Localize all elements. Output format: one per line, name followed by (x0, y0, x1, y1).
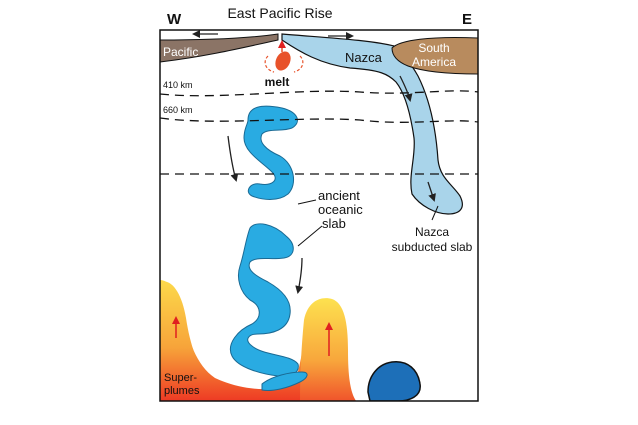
nazca-slab-label-2: subducted slab (392, 240, 473, 254)
melt-label: melt (265, 75, 290, 89)
east-label: E (462, 11, 472, 28)
depth-410-label: 410 km (163, 80, 193, 90)
deep-blue-pile (367, 361, 421, 401)
ancient-slab-arrow-upper (227, 135, 239, 182)
melt-blob (275, 51, 291, 71)
superplumes-label-1: Super- (164, 372, 197, 384)
slab-sink-arrow (427, 181, 436, 202)
melt-halo (264, 55, 304, 73)
south-america-label-2: America (412, 55, 456, 69)
nazca-slab-label-1: Nazca (415, 225, 449, 239)
depth-line-660 (159, 117, 479, 123)
depth-660-label: 660 km (163, 105, 193, 115)
nazca-label: Nazca (345, 50, 383, 65)
nazca-slab-leader (431, 205, 439, 221)
pacific-label: Pacific (163, 45, 198, 59)
ancient-slab-label-3: slab (322, 216, 346, 231)
superplume-left (160, 281, 236, 401)
ancient-slab-label-2: oceanic (318, 202, 363, 217)
depth-line-410 (159, 90, 479, 97)
west-label: W (167, 11, 182, 28)
subduction-arrow (399, 75, 413, 102)
ancient-slab-leader-lower (297, 225, 323, 247)
ancient-slab-leader-upper (297, 199, 317, 205)
south-america-plate (391, 37, 479, 75)
title-label: East Pacific Rise (227, 5, 332, 21)
ancient-slab-upper (243, 105, 298, 200)
south-america-label-1: South (418, 41, 449, 55)
ancient-slab-lower (230, 223, 299, 377)
superplume-right (300, 298, 356, 401)
ancient-slab-fragment (261, 371, 308, 391)
superplumes-label-2: plumes (164, 385, 200, 397)
section-frame (159, 29, 479, 402)
ancient-slab-arrow-lower (295, 257, 304, 294)
ancient-slab-label-1: ancient (318, 188, 360, 203)
